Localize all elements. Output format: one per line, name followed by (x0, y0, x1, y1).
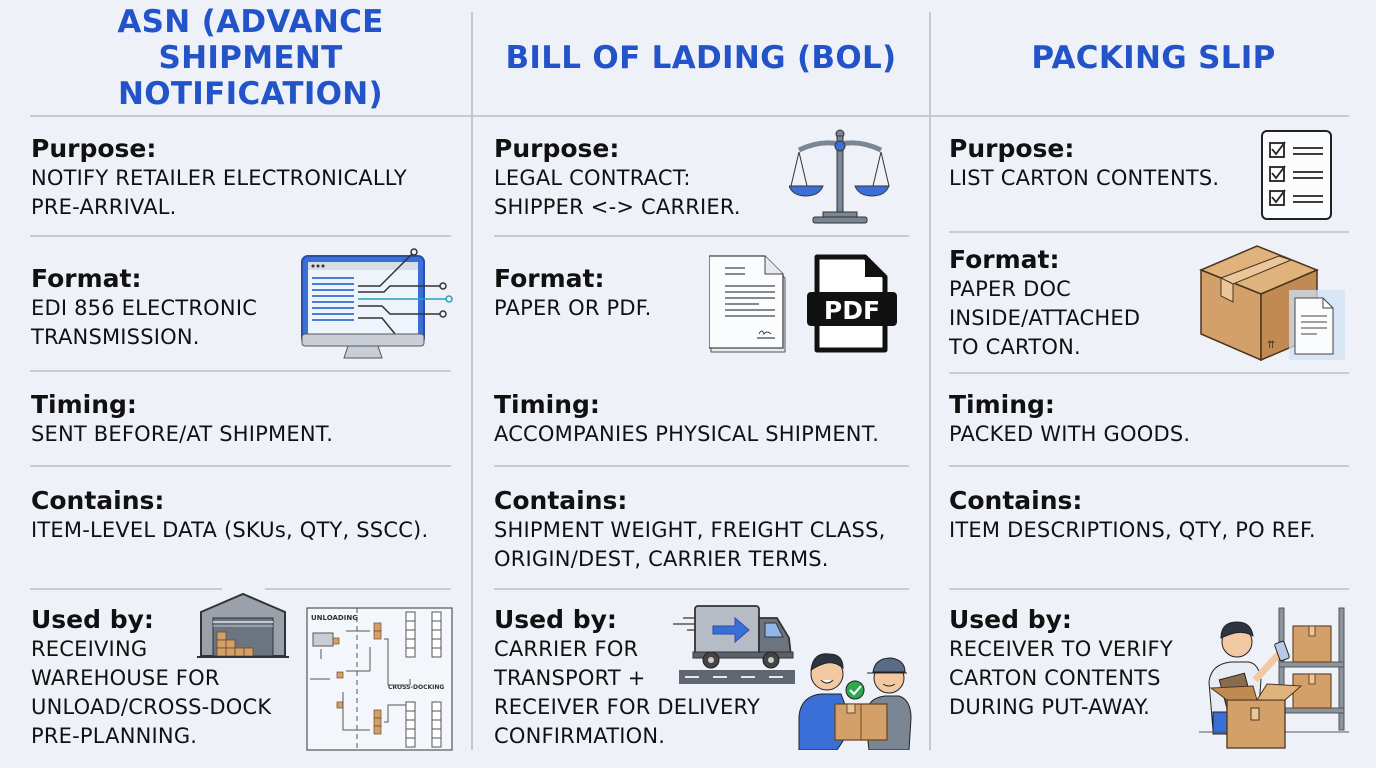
svg-text:PDF: PDF (824, 296, 880, 325)
row-divider (494, 588, 909, 590)
bol-used-by: Used by: CARRIER FOR TRANSPORT + RECEIVE… (494, 605, 760, 751)
asn-format: Format: EDI 856 ELECTRONIC TRANSMISSION. (31, 264, 257, 352)
bol-contains: Contains: SHIPMENT WEIGHT, FREIGHT CLASS… (494, 486, 886, 574)
packing-slip-contains: Contains: ITEM DESCRIPTIONS, QTY, PO REF… (949, 486, 1316, 545)
row-value: CARRIER FOR TRANSPORT + RECEIVER FOR DEL… (494, 637, 761, 748)
row-label: Used by: (494, 605, 617, 634)
row-label: Used by: (949, 605, 1072, 634)
asn-contains: Contains: ITEM-LEVEL DATA (SKUs, QTY, SS… (31, 486, 428, 545)
row-label: Purpose: (949, 134, 1075, 163)
row-label: Used by: (31, 605, 154, 634)
pdf-file-icon: PDF (807, 254, 897, 353)
row-value: PACKED WITH GOODS. (949, 422, 1191, 446)
title-line: NOTIFICATION) (117, 75, 384, 112)
row-label: Contains: (494, 486, 628, 515)
packing-slip-timing: Timing: PACKED WITH GOODS. (949, 390, 1190, 449)
asn-purpose: Purpose: NOTIFY RETAILER ELECTRONICALLY … (31, 134, 407, 222)
row-value: EDI 856 ELECTRONIC TRANSMISSION. (31, 296, 258, 349)
row-divider (265, 588, 451, 590)
row-value: SENT BEFORE/AT SHIPMENT. (31, 422, 334, 446)
bol-timing: Timing: ACCOMPANIES PHYSICAL SHIPMENT. (494, 390, 879, 449)
bol-format: Format: PAPER OR PDF. (494, 264, 652, 323)
row-divider (30, 235, 451, 237)
svg-text:CROSS-DOCKING: CROSS-DOCKING (388, 684, 444, 691)
row-value: LIST CARTON CONTENTS. (949, 166, 1220, 190)
svg-text:⇈: ⇈ (1267, 340, 1275, 351)
checklist-icon (1261, 130, 1332, 220)
row-label: Timing: (31, 390, 137, 419)
row-value: ACCOMPANIES PHYSICAL SHIPMENT. (494, 422, 880, 446)
asn-column: ASN (ADVANCE SHIPMENT NOTIFICATION) Purp… (0, 0, 471, 768)
row-divider (30, 465, 451, 467)
packing-slip-used-by: Used by: RECEIVER TO VERIFY CARTON CONTE… (949, 605, 1173, 722)
column-divider (929, 12, 931, 750)
scales-of-justice-icon (789, 129, 890, 224)
row-label: Format: (31, 264, 142, 293)
row-divider (494, 235, 909, 237)
row-label: Format: (494, 264, 605, 293)
asn-timing: Timing: SENT BEFORE/AT SHIPMENT. (31, 390, 333, 449)
bol-column: BILL OF LADING (BOL) Purpose: LEGAL CONT… (473, 0, 929, 768)
package-handoff-icon (798, 653, 912, 750)
row-label: Timing: (949, 390, 1055, 419)
row-value: ITEM-LEVEL DATA (SKUs, QTY, SSCC). (31, 518, 429, 542)
row-value: PAPER OR PDF. (494, 296, 652, 320)
cross-docking-diagram-icon: UNLOADING CROSS-DOCKING (306, 607, 453, 751)
row-value: PAPER DOC INSIDE/ATTACHED TO CARTON. (949, 277, 1141, 359)
row-value: RECEIVING WAREHOUSE FOR UNLOAD/CROSS-DOC… (31, 637, 272, 748)
row-divider (473, 115, 929, 117)
warehouse-icon (197, 592, 289, 658)
row-value: SHIPMENT WEIGHT, FREIGHT CLASS, ORIGIN/D… (494, 518, 886, 571)
worker-checking-boxes-icon (1199, 607, 1349, 749)
row-value: NOTIFY RETAILER ELECTRONICALLY PRE-ARRIV… (31, 166, 407, 219)
row-divider (30, 370, 451, 372)
row-divider (494, 465, 909, 467)
bol-purpose: Purpose: LEGAL CONTRACT: SHIPPER <-> CAR… (494, 134, 741, 222)
carton-with-document-icon: ⇈ (1199, 245, 1345, 362)
column-title-packing-slip: PACKING SLIP (1031, 39, 1276, 76)
asn-used-by: Used by: RECEIVING WAREHOUSE FOR UNLOAD/… (31, 605, 271, 751)
row-divider (931, 115, 1349, 117)
computer-data-transmission-icon (301, 248, 453, 359)
row-value: RECEIVER TO VERIFY CARTON CONTENTS DURIN… (949, 637, 1173, 719)
row-label: Contains: (949, 486, 1083, 515)
row-label: Purpose: (494, 134, 620, 163)
row-divider (949, 231, 1349, 233)
column-title-bol: BILL OF LADING (BOL) (505, 39, 897, 76)
row-label: Format: (949, 245, 1060, 274)
title-line: ASN (ADVANCE SHIPMENT (117, 3, 384, 76)
packing-slip-purpose: Purpose: LIST CARTON CONTENTS. (949, 134, 1219, 193)
row-value: ITEM DESCRIPTIONS, QTY, PO REF. (949, 518, 1316, 542)
delivery-truck-icon (673, 605, 795, 684)
row-label: Timing: (494, 390, 600, 419)
row-label: Contains: (31, 486, 165, 515)
svg-text:UNLOADING: UNLOADING (311, 614, 358, 622)
column-divider (471, 12, 473, 750)
row-label: Purpose: (31, 134, 157, 163)
row-divider (30, 588, 222, 590)
paper-document-icon (709, 255, 786, 353)
row-value: LEGAL CONTRACT: SHIPPER <-> CARRIER. (494, 166, 741, 219)
row-divider (30, 115, 471, 117)
column-title-asn: ASN (ADVANCE SHIPMENT NOTIFICATION) (0, 0, 471, 115)
row-divider (949, 588, 1349, 590)
packing-slip-column: PACKING SLIP Purpose: LIST CARTON CONTEN… (931, 0, 1376, 768)
packing-slip-format: Format: PAPER DOC INSIDE/ATTACHED TO CAR… (949, 245, 1140, 362)
row-divider (949, 465, 1349, 467)
row-divider (949, 372, 1349, 374)
